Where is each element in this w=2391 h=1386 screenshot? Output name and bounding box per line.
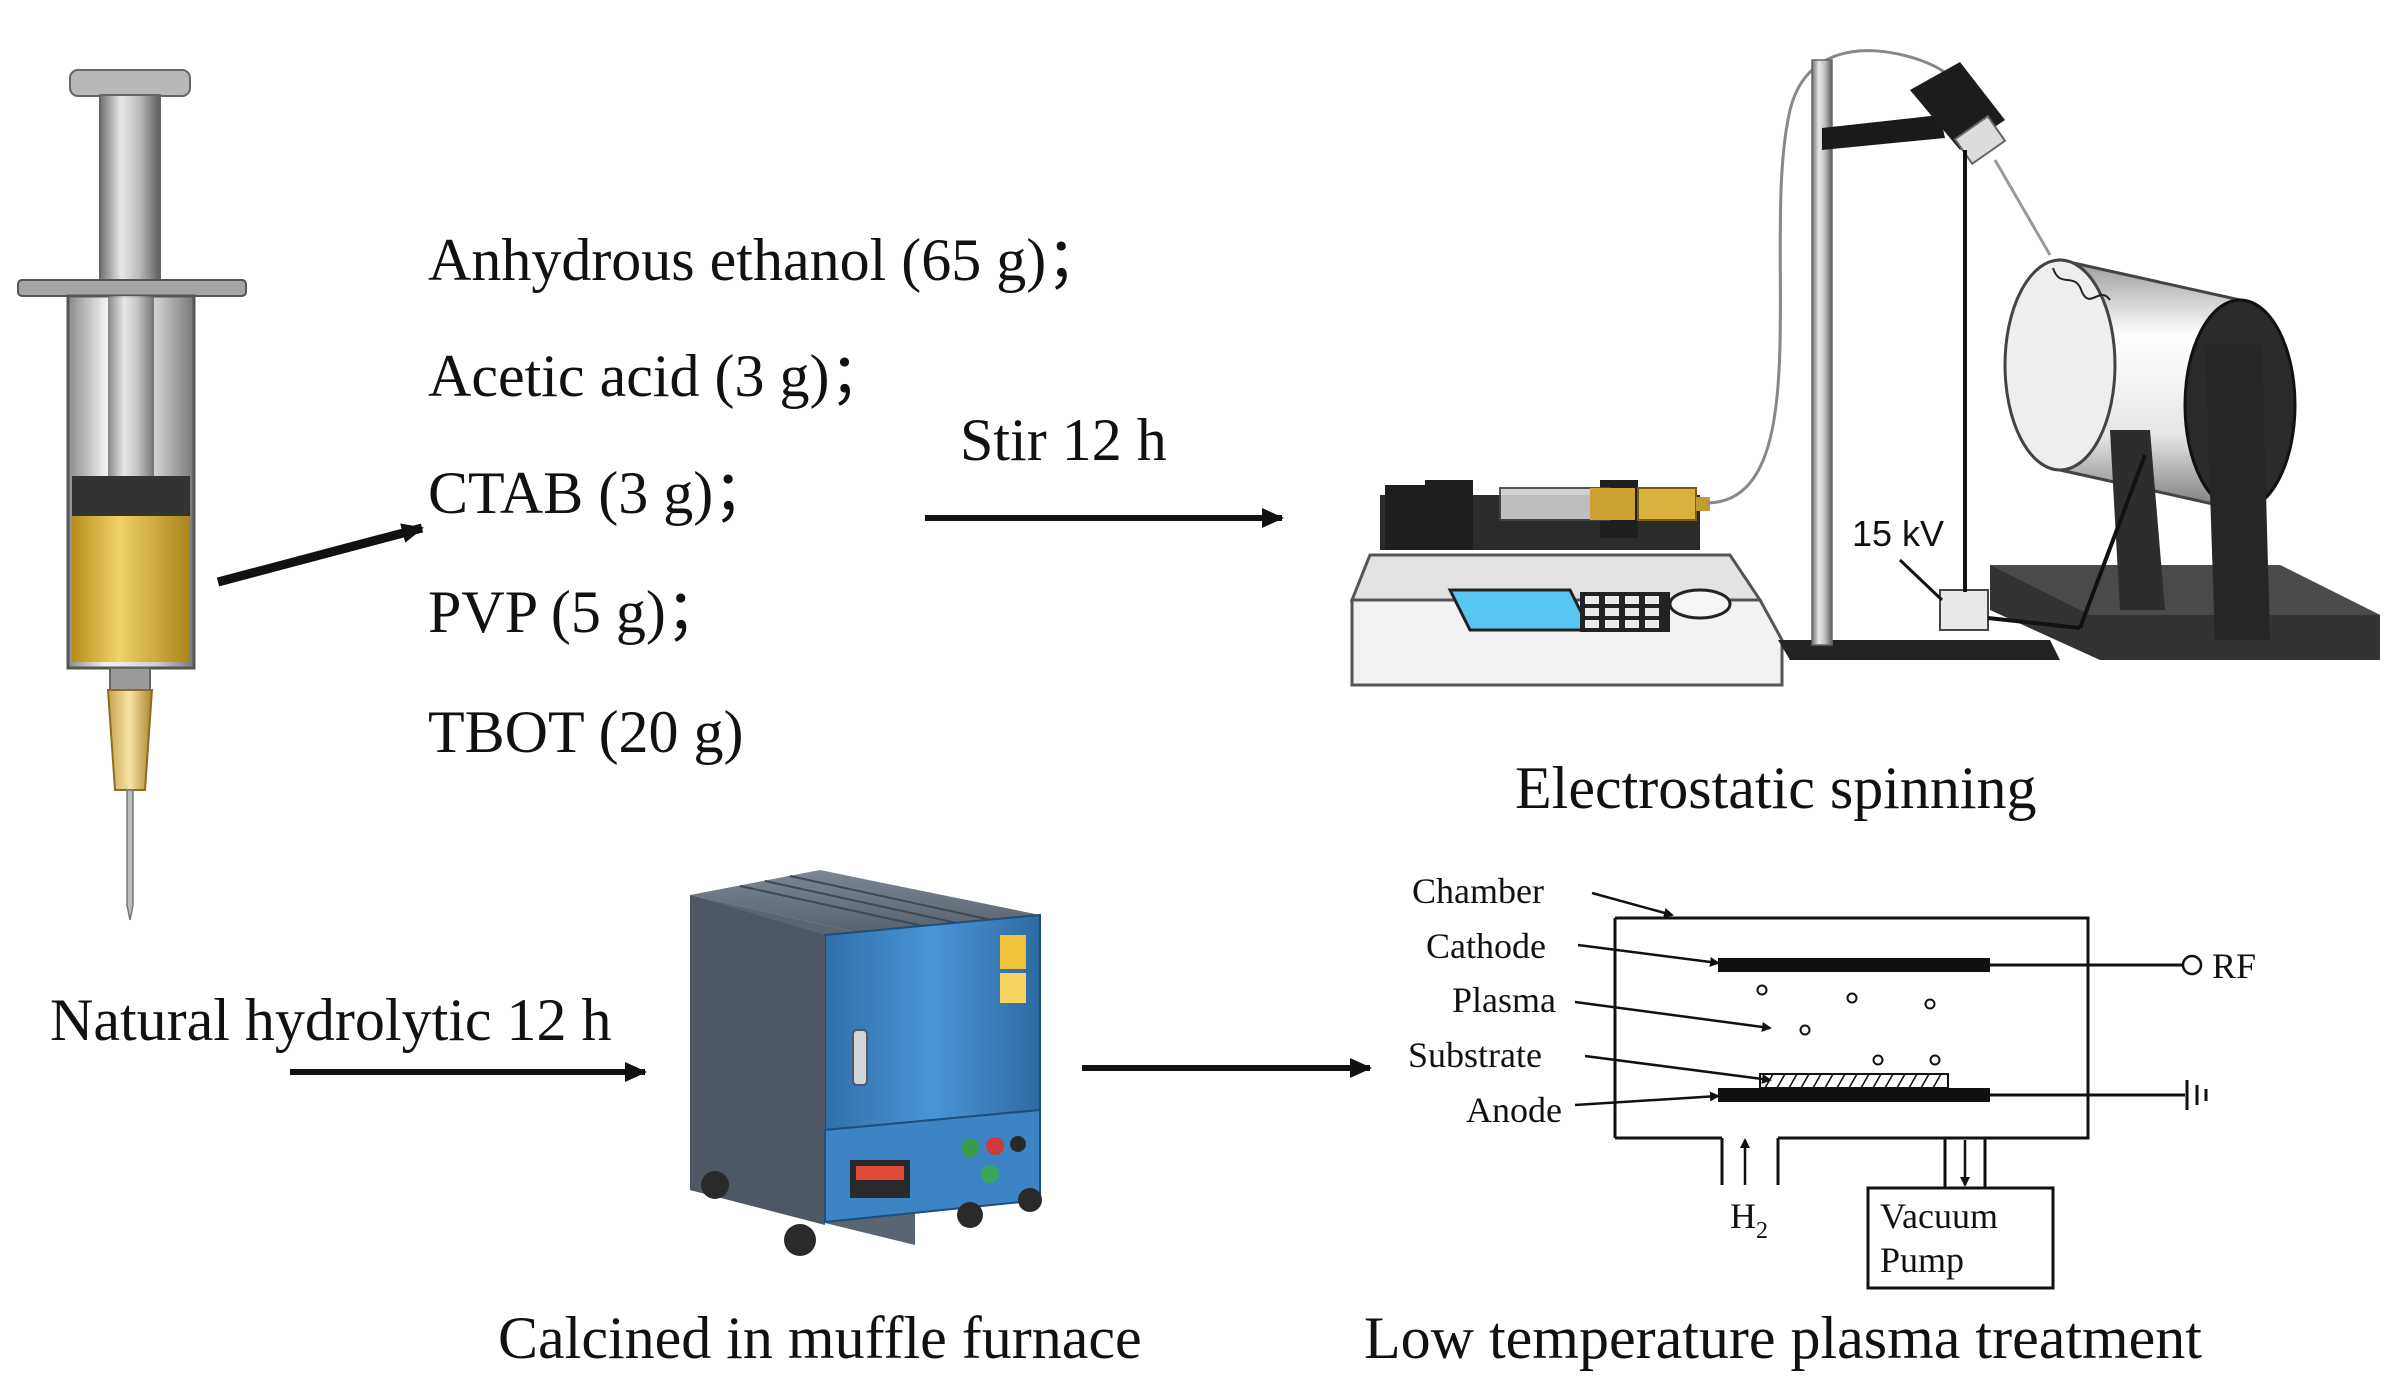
reagent-tbot: TBOT (20 g)	[428, 699, 744, 765]
stir-label: Stir 12 h	[960, 407, 1167, 473]
hydrolysis-label: Natural hydrolytic 12 h	[50, 987, 612, 1053]
pump-screen	[1447, 588, 1593, 632]
label-h2-symbol: H	[1730, 1196, 1756, 1236]
syringe-illustration	[17, 69, 247, 921]
anode-plate	[1718, 1088, 1990, 1102]
label-plasma: Plasma	[1452, 980, 1556, 1020]
syringe-arrow	[216, 523, 424, 587]
cathode-plate	[1718, 958, 1990, 972]
hv-supply-box	[1939, 589, 1989, 631]
caption-electrostatic-spinning: Electrostatic spinning	[1515, 755, 2037, 821]
caption-plasma-treatment: Low temperature plasma treatment	[1364, 1305, 2202, 1371]
label-pump: Pump	[1880, 1240, 1964, 1280]
label-rf: RF	[2212, 946, 2256, 986]
label-h2: H2	[1730, 1196, 1768, 1244]
vacuum-pump-box	[1866, 1186, 2055, 1290]
pump-keypad	[1580, 588, 1732, 632]
plasma-particles	[1756, 984, 1941, 1066]
label-h2-subscript: 2	[1756, 1218, 1768, 1244]
label-cathode: Cathode	[1426, 926, 1546, 966]
reagent-ctab: CTAB (3 g)；	[428, 460, 773, 526]
plasma-schematic: Chamber Cathode Plasma Substrate Anode R…	[1408, 871, 2256, 1290]
label-vacuum: Vacuum	[1880, 1196, 1998, 1236]
label-substrate: Substrate	[1408, 1035, 1542, 1075]
caption-muffle-furnace: Calcined in muffle furnace	[498, 1305, 1142, 1371]
label-anode: Anode	[1466, 1090, 1562, 1130]
label-chamber: Chamber	[1412, 871, 1544, 911]
reagent-list: Anhydrous ethanol (65 g)； Acetic acid (3…	[428, 227, 1106, 765]
substrate-layer	[1759, 1073, 1949, 1089]
reagent-ethanol: Anhydrous ethanol (65 g)；	[428, 227, 1106, 293]
muffle-furnace-illustration	[690, 870, 1042, 1256]
electrospinning-apparatus: 15 kV	[1349, 49, 2380, 687]
reagent-acetic-acid: Acetic acid (3 g)；	[428, 343, 889, 409]
voltage-label: 15 kV	[1852, 513, 1944, 554]
reagent-pvp: PVP (5 g)；	[428, 579, 726, 645]
